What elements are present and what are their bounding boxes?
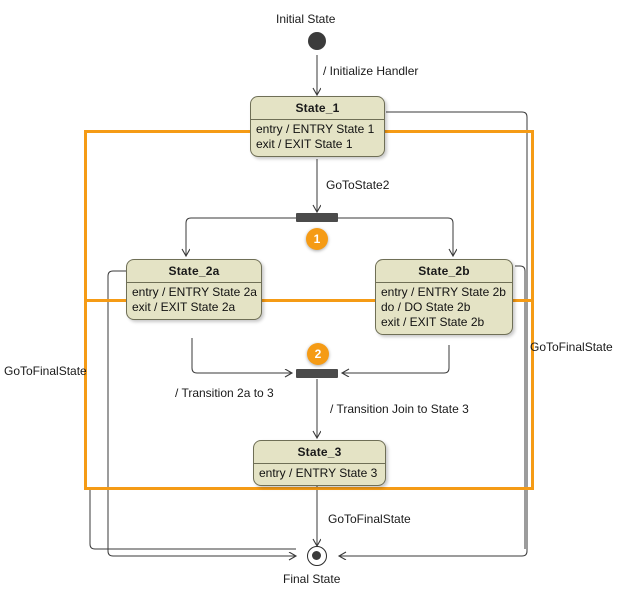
state-line: exit / EXIT State 1 (256, 137, 353, 151)
state-line: entry / ENTRY State 3 (259, 466, 378, 480)
final-state-label: Final State (283, 572, 341, 586)
state-line: exit / EXIT State 2a (132, 300, 236, 314)
state-line: entry / ENTRY State 1 (256, 122, 375, 136)
transition-label-gotofinalstate-center: GoToFinalState (328, 512, 411, 526)
state-title-state-1: State_1 (251, 97, 384, 120)
state-body-state-2b: entry / ENTRY State 2b do / DO State 2b … (376, 283, 512, 334)
transition-label-initialize-handler: / Initialize Handler (323, 64, 419, 78)
state-box-state-3[interactable]: State_3 entry / ENTRY State 3 (253, 440, 386, 486)
fork-bar[interactable] (296, 213, 338, 222)
state-box-state-2b[interactable]: State_2b entry / ENTRY State 2b do / DO … (375, 259, 513, 335)
state-line: entry / ENTRY State 2a (132, 285, 257, 299)
edge-state2b-to-join (342, 345, 450, 373)
state-body-state-1: entry / ENTRY State 1 exit / EXIT State … (251, 120, 384, 156)
transition-label-gotofinalstate-left: GoToFinalState (4, 364, 87, 378)
state-body-state-2a: entry / ENTRY State 2a exit / EXIT State… (127, 283, 261, 319)
transition-label-transition-join-to-state-3: / Transition Join to State 3 (330, 402, 469, 416)
edge-fork-to-state2a (186, 217, 296, 256)
state-line: entry / ENTRY State 2b (381, 285, 506, 299)
state-box-state-1[interactable]: State_1 entry / ENTRY State 1 exit / EXI… (250, 96, 385, 157)
edge-state2a-left-to-final (107, 270, 296, 556)
state-title-state-3: State_3 (254, 441, 385, 464)
join-bar[interactable] (296, 369, 338, 378)
state-line: exit / EXIT State 2b (381, 315, 485, 329)
transition-label-gotofinalstate-right: GoToFinalState (530, 340, 613, 354)
state-body-state-3: entry / ENTRY State 3 (254, 464, 385, 485)
transition-label-gotostate2: GoToState2 (326, 178, 390, 192)
final-state-node[interactable] (307, 546, 327, 566)
edge-state2b-right-to-final (515, 265, 526, 549)
state-line: do / DO State 2b (381, 300, 471, 314)
state-title-state-2b: State_2b (376, 260, 512, 283)
badge-fork-1[interactable]: 1 (306, 228, 328, 250)
edge-state1-right-to-final (339, 111, 528, 556)
edge-fork-to-state2b (338, 217, 453, 256)
transition-label-transition-2a-to-3: / Transition 2a to 3 (175, 386, 274, 400)
state-title-state-2a: State_2a (127, 260, 261, 283)
initial-state-label: Initial State (276, 12, 336, 26)
state-box-state-2a[interactable]: State_2a entry / ENTRY State 2a exit / E… (126, 259, 262, 320)
edge-state2a-to-join (191, 338, 292, 373)
edge-state3-left-outer (89, 489, 296, 550)
badge-join-2[interactable]: 2 (307, 343, 329, 365)
initial-state-node[interactable] (308, 32, 326, 50)
